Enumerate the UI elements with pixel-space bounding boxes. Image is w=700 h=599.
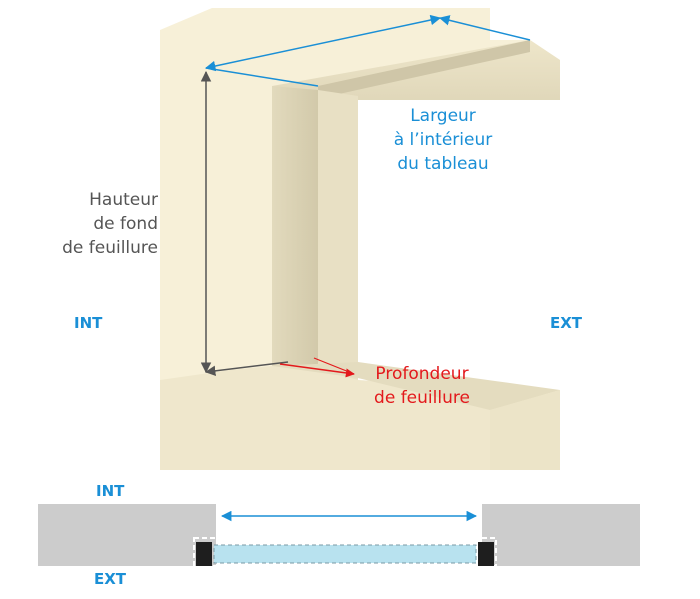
wall-3d xyxy=(160,8,560,470)
int-label-top: INT xyxy=(74,314,103,332)
hauteur-line-2: de fond xyxy=(93,214,158,234)
window-opening xyxy=(358,100,560,390)
hauteur-line-1: Hauteur xyxy=(89,190,158,210)
largeur-leader-left xyxy=(205,67,319,87)
lower-block xyxy=(490,390,560,470)
largeur-leader-right xyxy=(438,15,531,41)
glass-pane xyxy=(213,544,477,564)
largeur-line-3: du tableau xyxy=(397,154,489,174)
profondeur-tick xyxy=(313,357,355,375)
largeur-line-1: Largeur xyxy=(410,106,476,126)
largeur-line-2: à l’intérieur xyxy=(393,130,493,150)
ext-label-top: EXT xyxy=(550,314,583,332)
int-label-bottom: INT xyxy=(96,482,125,500)
section-frame-outline xyxy=(193,537,497,567)
hauteur-label: Hauteur de fond de feuillure xyxy=(52,188,158,260)
top-rebate-step xyxy=(318,40,530,104)
seal-left xyxy=(196,542,212,566)
ext-label-bottom: EXT xyxy=(94,570,127,588)
profondeur-line-2: de feuillure xyxy=(374,388,470,408)
largeur-arrow xyxy=(204,14,442,72)
hauteur-bottom-leader xyxy=(204,361,289,377)
hauteur-line-3: de feuillure xyxy=(62,238,158,258)
seal-right xyxy=(478,542,494,566)
section-wall-right xyxy=(482,504,640,566)
profondeur-label: Profondeur de feuillure xyxy=(360,362,484,410)
profondeur-line-1: Profondeur xyxy=(375,364,469,384)
inner-reveal xyxy=(318,90,358,380)
largeur-label: Largeur à l’intérieur du tableau xyxy=(368,104,518,176)
sill-top xyxy=(272,362,560,410)
section-view xyxy=(38,504,640,567)
section-wall-left xyxy=(38,504,216,566)
left-jamb xyxy=(272,86,318,370)
profondeur-arrow xyxy=(279,363,355,378)
